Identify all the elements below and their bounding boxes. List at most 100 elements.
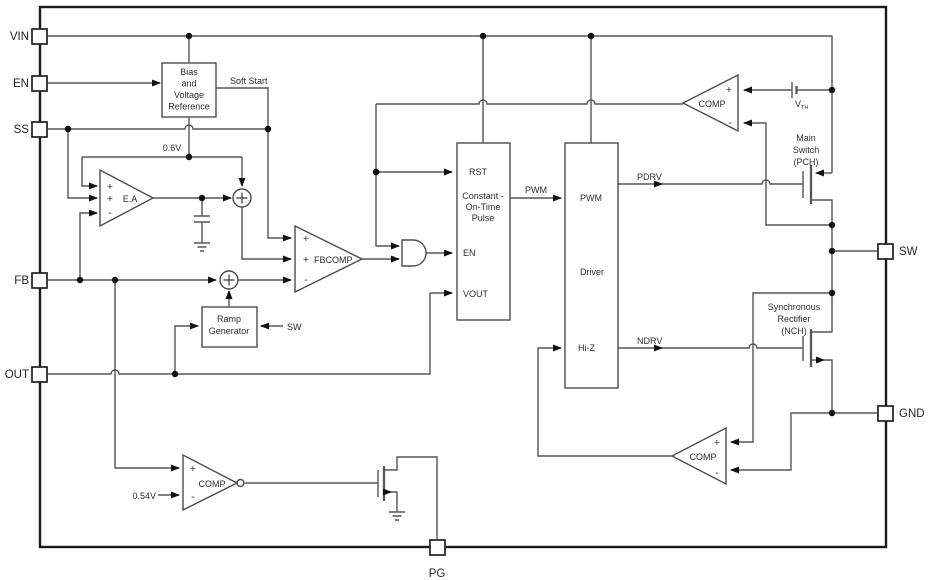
main-switch-label: Main	[796, 133, 816, 143]
ea-minus: -	[108, 207, 112, 219]
wire-ndrv-tail	[662, 343, 803, 349]
cot-rst-label: RST	[469, 167, 488, 177]
sum1-plus-glyph	[236, 192, 248, 204]
pgfet-drain-to-pg	[384, 456, 438, 539]
pmos-drain	[811, 199, 833, 225]
junction	[198, 194, 206, 202]
junction	[111, 276, 119, 284]
pgfet-source-tail	[391, 491, 398, 512]
ea-label: E.A	[123, 194, 138, 204]
and-gate	[401, 239, 427, 267]
arrow-wires	[48, 79, 832, 499]
ocp-plus: +	[726, 84, 732, 96]
pin-pg	[429, 539, 446, 556]
pg-ref-label: 0.54V	[132, 491, 156, 501]
driver-pwm-label: PWM	[580, 193, 602, 203]
pin-sw	[877, 243, 894, 260]
ramp-label: Generator	[209, 326, 250, 336]
vth-label: VTH	[795, 99, 808, 111]
wire-softstart-to-fbcomp	[267, 129, 292, 242]
pin-label-ss: SS	[14, 124, 30, 136]
wire-sw-to-zc-plus	[730, 292, 832, 446]
wire-pdrv-tail	[662, 179, 803, 185]
junction-dots	[64, 32, 836, 417]
vth-base: V	[795, 99, 801, 109]
pin-label-vin: VIN	[10, 31, 29, 43]
pdrv-label: PDRV	[637, 172, 662, 182]
pin-label-en: EN	[13, 78, 29, 90]
wire-ocp-to-and	[375, 172, 400, 250]
ramp-label: Ramp	[217, 314, 241, 324]
sync-rect-label: (NCH)	[781, 326, 807, 336]
wire-ocp-comp-out	[376, 99, 683, 105]
fbcomp-plus2: +	[303, 254, 309, 266]
pin-label-fb: FB	[14, 275, 29, 287]
zc-comp-label: COMP	[690, 452, 717, 462]
wire-vref-to-ea-plus1	[81, 157, 98, 190]
inverter-bubble	[236, 478, 245, 488]
pin-vin	[31, 28, 48, 45]
error-amplifier	[99, 168, 155, 228]
ramp-sw-input-label: SW	[287, 322, 302, 332]
cot-vout-label: VOUT	[463, 289, 489, 299]
wire-sum1-to-fbcomp	[241, 207, 292, 263]
ea-plus2: +	[107, 193, 113, 205]
junction	[76, 276, 84, 284]
sum2-plus-glyph	[223, 274, 235, 286]
bias-block-label: Reference	[168, 102, 210, 112]
ocp-comp-label: COMP	[699, 99, 726, 109]
pwm-driver-block	[564, 142, 619, 389]
constant-on-time-block	[456, 142, 511, 321]
junction	[185, 32, 193, 40]
capacitor-plates	[194, 215, 210, 223]
fbcomp-comparator	[294, 224, 364, 294]
pgcomp-label: COMP	[199, 479, 226, 489]
junction	[185, 153, 193, 161]
symbols	[99, 62, 739, 512]
wire-ss	[48, 124, 268, 130]
main-switch-label: Switch	[793, 145, 820, 155]
sync-rect-label: Rectifier	[777, 314, 810, 324]
junction	[264, 125, 272, 133]
junction	[64, 125, 72, 133]
pin-label-sw: SW	[899, 246, 918, 258]
pin-label-gnd: GND	[899, 408, 925, 420]
wire-fb-to-pgcomp-plus	[114, 280, 180, 472]
wire-ss-to-ea-plus2	[67, 129, 98, 202]
pin-label-out: OUT	[5, 369, 29, 381]
pin-gnd	[877, 405, 894, 422]
fbcomp-label: FBCOMP	[314, 255, 353, 265]
wire-vin-rail	[48, 35, 833, 173]
driver-name-label: Driver	[580, 267, 604, 277]
zc-minus: -	[715, 467, 719, 479]
junction	[171, 370, 179, 378]
pgcomp-plus: +	[190, 463, 196, 475]
junction	[828, 289, 836, 297]
bias-reference-block	[161, 62, 217, 118]
ocp-minus: -	[728, 117, 732, 129]
current-limit-comparator	[681, 73, 739, 133]
ground-symbol-cap	[194, 242, 210, 252]
junction	[479, 32, 487, 40]
labels: VIN EN SS FB OUT SW GND PG Bias and Volt…	[5, 31, 925, 580]
nmos-source-tail	[824, 359, 833, 413]
wires	[48, 35, 878, 539]
pins	[31, 28, 894, 556]
pwm-signal-label: PWM	[525, 185, 547, 195]
wire-gnd-to-zc-minus	[730, 412, 832, 474]
wire-fb-to-ea-minus	[79, 209, 98, 280]
bias-block-label: and	[181, 79, 196, 89]
vref-label: 0.6V	[163, 143, 182, 153]
wire-out-to-vout	[48, 289, 453, 375]
wire-soft-start	[216, 87, 269, 129]
wire-zc-to-hiz	[537, 344, 672, 457]
pin-en	[31, 75, 48, 92]
vth-subscript: TH	[801, 105, 808, 111]
pin-fb	[31, 272, 48, 289]
bias-block-label: Voltage	[174, 90, 204, 100]
ndrv-label: NDRV	[637, 336, 662, 346]
zero-cross-comparator	[670, 426, 727, 486]
junction	[828, 409, 836, 417]
